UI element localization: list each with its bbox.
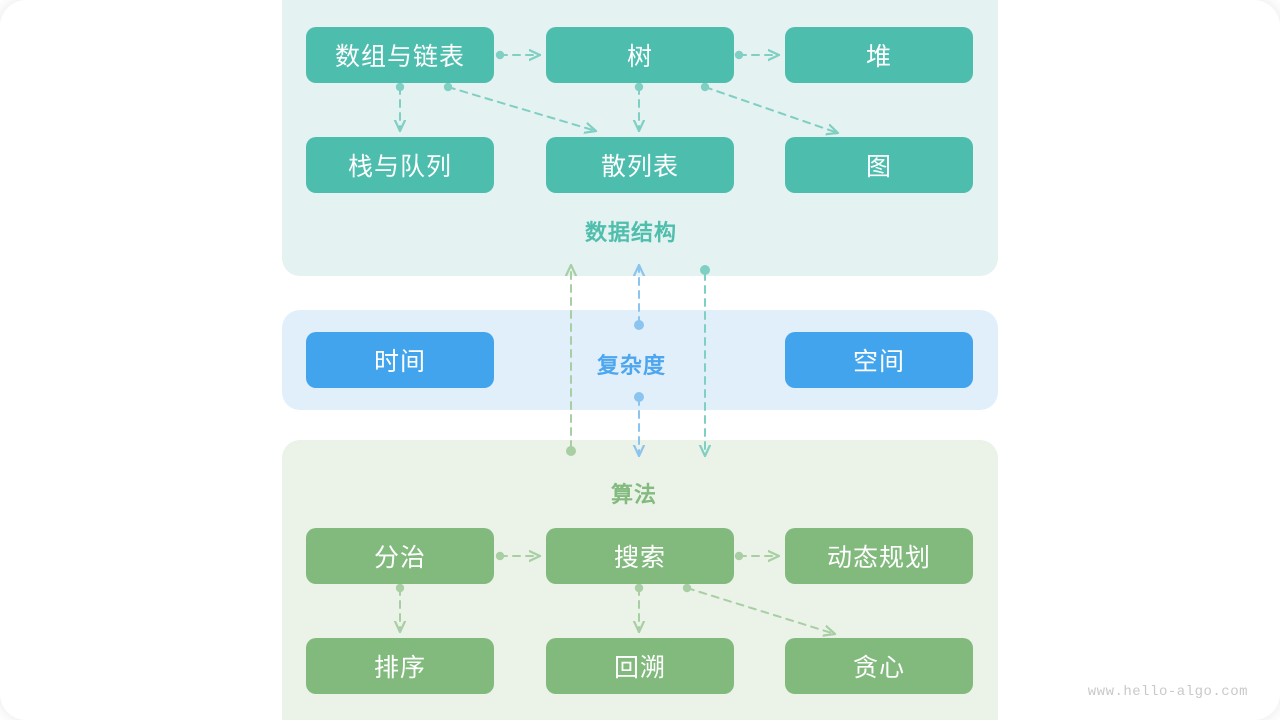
node-label: 散列表 — [600, 153, 679, 181]
watermark: www.hello-algo.com — [1087, 684, 1248, 700]
node-sorting[interactable]: 排序 — [306, 638, 494, 694]
node-label: 时间 — [373, 348, 426, 376]
node-stack-queue[interactable]: 栈与队列 — [306, 137, 494, 193]
node-dynamic-programming[interactable]: 动态规划 — [785, 528, 973, 584]
node-space[interactable]: 空间 — [785, 332, 973, 388]
node-search[interactable]: 搜索 — [546, 528, 734, 584]
node-label: 栈与队列 — [347, 153, 452, 181]
node-array-linkedlist[interactable]: 数组与链表 — [306, 27, 494, 83]
node-label: 排序 — [373, 654, 426, 682]
section-title-data-structure: 数据结构 — [585, 220, 678, 245]
node-label: 堆 — [865, 43, 892, 71]
node-label: 动态规划 — [826, 544, 931, 572]
node-graph[interactable]: 图 — [785, 137, 973, 193]
node-label: 图 — [865, 153, 892, 181]
node-label: 贪心 — [852, 654, 905, 682]
node-divide-conquer[interactable]: 分治 — [306, 528, 494, 584]
node-label: 空间 — [852, 348, 905, 376]
node-label: 树 — [626, 43, 653, 71]
node-heap[interactable]: 堆 — [785, 27, 973, 83]
node-time[interactable]: 时间 — [306, 332, 494, 388]
node-backtracking[interactable]: 回溯 — [546, 638, 734, 694]
section-title-complexity: 复杂度 — [597, 353, 667, 378]
node-label: 搜索 — [613, 544, 666, 572]
node-label: 回溯 — [613, 654, 666, 682]
section-title-algorithm: 算法 — [611, 482, 658, 507]
node-label: 分治 — [373, 544, 426, 572]
node-greedy[interactable]: 贪心 — [785, 638, 973, 694]
node-label: 数组与链表 — [334, 43, 465, 71]
node-tree[interactable]: 树 — [546, 27, 734, 83]
node-hash-table[interactable]: 散列表 — [546, 137, 734, 193]
